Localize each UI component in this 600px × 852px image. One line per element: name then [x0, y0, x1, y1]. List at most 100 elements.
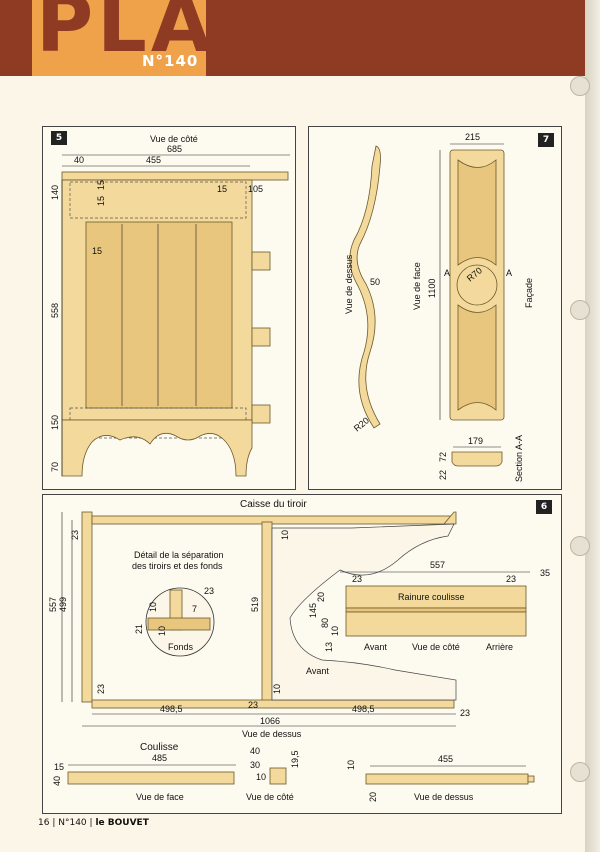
fig6-dim-519: 519 [250, 597, 260, 612]
coulisse-side-view [269, 767, 287, 785]
binding-hole [570, 762, 590, 782]
plan-number: N°140 [142, 52, 199, 70]
fig6-avant2-label: Avant [364, 642, 387, 652]
fig6-dim-21: 21 [134, 624, 144, 634]
fig7-front-view-label: Vue de face [412, 262, 422, 310]
coulisse-t20: 20 [368, 792, 378, 802]
figure-7-drawing: Vue de dessus 50 R20 215 R70 A A 1100 Vu… [344, 132, 534, 482]
fig6-dim-10a: 10 [280, 530, 290, 540]
fig6-dim-4985a: 498,5 [160, 704, 183, 714]
coulisse-top-label: Vue de dessus [414, 792, 474, 802]
figure-5-badge: 5 [51, 131, 67, 145]
fig7-dim-22: 22 [438, 470, 448, 480]
fig6-dim-13: 13 [324, 642, 334, 652]
fig6-top-rail [91, 515, 455, 525]
fig6-dim-557s: 557 [430, 560, 445, 570]
fig6-dim-10c: 10 [148, 602, 158, 612]
fig7-section-label: Section A-A [514, 435, 524, 482]
fig6-detail-floor [147, 617, 211, 631]
fig6-drawer-side-bottom [345, 611, 527, 637]
coulisse-c10: 10 [256, 772, 266, 782]
fig6-dim-4985b: 498,5 [352, 704, 375, 714]
figure-7-panel [308, 126, 562, 490]
fig6-title: Caisse du tiroir [240, 499, 307, 510]
fig7-top-view-label: Vue de dessus [344, 254, 354, 314]
figure-6-drawing: Caisse du tiroir Avant Détail de la sépa… [48, 499, 550, 802]
fig6-dim-10b: 10 [272, 684, 282, 694]
coulisse-top-view [365, 773, 529, 785]
coulisse-side-label: Vue de côté [246, 792, 294, 802]
fig6-fonds-label: Fonds [168, 642, 194, 652]
fig5-dim-140: 140 [50, 185, 60, 200]
fig5-dim-558: 558 [50, 303, 60, 318]
binding-hole [570, 536, 590, 556]
binding-hole [570, 300, 590, 320]
fig6-dim-23b: 23 [96, 684, 106, 694]
plan-title-box [32, 0, 206, 76]
fig5-panel [85, 221, 233, 409]
fig7-facade-label: Façade [524, 278, 534, 308]
fig5-pull [251, 327, 271, 347]
coulisse-title: Coulisse [140, 742, 179, 753]
fig6-dim-23x: 23 [204, 586, 214, 596]
fig5-title: Vue de côté [150, 134, 198, 144]
fig5-dim-overall: 685 [167, 144, 182, 154]
fig5-dim-15b: 15 [96, 196, 106, 206]
coulisse-c195: 19,5 [290, 750, 300, 768]
fig5-dim-40: 40 [74, 155, 84, 165]
figure-5-drawing: Vue de côté 685 40 455 15 105 140 [50, 134, 290, 477]
coulisse-dim-485: 485 [152, 753, 167, 763]
page-footer: 16 | N°140 | le BOUVET [38, 818, 149, 828]
fig6-rainure-label: Rainure coulisse [398, 592, 465, 602]
fig6-vuecote-label: Vue de côté [412, 642, 460, 652]
fig7-top-view-profile [349, 145, 381, 429]
fig6-dim-20s: 20 [316, 592, 326, 602]
fig5-dim-15: 15 [217, 184, 227, 194]
fig6-detail-label-1: Détail de la séparation [134, 550, 224, 560]
fig5-dim-105: 105 [248, 184, 263, 194]
page-binding-edge [585, 0, 600, 852]
fig5-dim-455: 455 [146, 155, 161, 165]
fig7-dim-215: 215 [465, 132, 480, 142]
fig5-dim-15d: 15 [92, 246, 102, 256]
fig6-dim-10d: 10 [157, 626, 167, 636]
footer-page-number: 16 [38, 818, 50, 828]
fig5-dim-150: 150 [50, 415, 60, 430]
fig7-dim-1100: 1100 [427, 279, 437, 298]
coulisse-c30: 30 [250, 760, 260, 770]
fig6-dim-145: 145 [308, 603, 318, 618]
coulisse-t455: 455 [438, 754, 453, 764]
fig7-section [451, 451, 503, 467]
fig6-bottom-rail [91, 699, 455, 709]
fig6-runner-groove [345, 607, 527, 613]
fig6-arriere-label: Arrière [486, 642, 513, 652]
fig6-dim-7: 7 [192, 604, 197, 614]
coulisse-face-view [67, 771, 235, 785]
fig6-dim-23d: 23 [460, 708, 470, 718]
fig6-dim-23s1: 23 [352, 574, 362, 584]
fig5-apron-feet [61, 419, 253, 477]
footer-brand: le BOUVET [95, 818, 149, 828]
coulisse-face-label: Vue de face [136, 792, 184, 802]
fig5-pull [251, 251, 271, 271]
coulisse-t10: 10 [346, 760, 356, 770]
fig6-top-view-label: Vue de dessus [242, 729, 302, 739]
fig7-lower-panel [457, 304, 497, 411]
fig7-upper-panel [457, 159, 497, 266]
coulisse-dim-15: 15 [54, 762, 64, 772]
fig6-dim-23a: 23 [70, 530, 80, 540]
fig5-top-board [61, 171, 289, 181]
fig6-avant-label: Avant [306, 666, 329, 676]
fig7-dim-179: 179 [468, 436, 483, 446]
fig6-detail-label-2: des tiroirs et des fonds [132, 561, 223, 571]
footer-issue: N°140 [58, 818, 87, 828]
coulisse-dim-40: 40 [52, 776, 62, 786]
fig6-left-side [81, 511, 93, 703]
fig5-dim-15c: 15 [96, 180, 106, 190]
fig7-dim-50: 50 [370, 277, 380, 287]
fig6-dim-35: 35 [540, 568, 550, 578]
fig6-dim-1066: 1066 [260, 716, 280, 726]
fig6-dim-23c: 23 [248, 700, 258, 710]
